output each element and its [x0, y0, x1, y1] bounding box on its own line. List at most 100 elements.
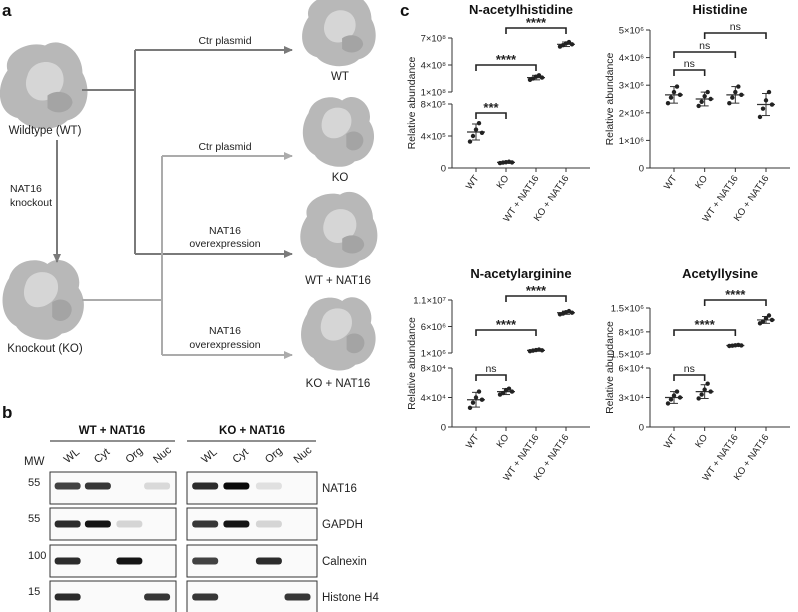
blot-band [54, 482, 81, 490]
y-tick-label: 3×10⁶ [619, 81, 644, 92]
data-point [677, 395, 683, 400]
blot-band [223, 482, 250, 490]
data-point [479, 130, 485, 135]
data-point [665, 100, 671, 106]
chart-title: Histidine [693, 2, 748, 17]
y-tick-label: 0 [639, 423, 644, 434]
lane-label: WL [199, 446, 219, 466]
cell-ko-nat16-icon [301, 297, 376, 371]
data-point [705, 381, 710, 386]
blot-band [54, 520, 81, 528]
significance-label: **** [695, 317, 716, 332]
significance-bracket: **** [703, 287, 767, 306]
significance-bracket: **** [673, 317, 737, 336]
bracket-line [475, 374, 507, 381]
blot-band [223, 520, 250, 528]
data-point [665, 401, 671, 406]
blot-band [192, 520, 219, 528]
data-point [733, 89, 738, 95]
panel-c-label: c [400, 1, 409, 20]
data-point [539, 348, 545, 353]
significance-label: **** [496, 317, 517, 332]
y-tick-label: 4×10⁸ [421, 61, 446, 72]
bracket-line [673, 329, 737, 336]
data-point [473, 395, 479, 400]
significance-bracket: **** [475, 52, 537, 71]
y-tick-label: 3×10⁴ [619, 393, 644, 404]
mw-marker: 55 [28, 477, 40, 489]
x-tick-label: KO [495, 432, 512, 450]
blot-group-right: KO + NAT16 [219, 425, 285, 437]
blot-band [255, 557, 282, 565]
data-group [497, 386, 515, 397]
data-point [674, 389, 680, 394]
bracket-line [703, 32, 767, 39]
data-point [760, 106, 766, 111]
data-group [527, 73, 545, 83]
data-point [699, 392, 704, 397]
y-tick-label: 4×10⁴ [421, 393, 446, 404]
significance-label: ns [485, 363, 496, 375]
data-point [736, 84, 741, 89]
data-point [677, 92, 683, 98]
cell-label-wt: WT [331, 71, 349, 83]
data-point [702, 94, 707, 99]
data-group [726, 84, 745, 106]
blot-band [192, 482, 219, 490]
protein-label: GAPDH [322, 519, 363, 531]
significance-label: **** [496, 52, 517, 67]
significance-bracket: **** [505, 15, 567, 34]
data-point [760, 319, 766, 324]
significance-bracket: ns [673, 58, 706, 76]
data-point [473, 127, 479, 132]
arrow-label-knockout-2: knockout [10, 197, 52, 209]
lane-label: Org [123, 445, 145, 466]
cell-label-ko: KO [332, 172, 349, 184]
data-point [730, 95, 735, 100]
data-point [739, 92, 744, 98]
data-point [674, 84, 680, 89]
data-group [757, 89, 775, 120]
cell-wt-icon [302, 0, 376, 67]
blot-band [54, 557, 81, 565]
data-point [470, 400, 476, 405]
significance-bracket: ns [673, 363, 706, 381]
y-tick-label: 1.1×10⁷ [413, 296, 446, 307]
blot-band [84, 482, 111, 490]
panel-a: a Wildtype (WT) Knockout (KO) WT KO WT +… [0, 0, 378, 390]
y-tick-label: 6×10⁶ [421, 322, 446, 333]
y-axis-label: Relative abundance [406, 56, 418, 149]
y-tick-label: 0 [441, 164, 446, 175]
lane-label: Org [263, 445, 285, 466]
arrow-label-ctr-plasmid-mid: Ctr plasmid [198, 141, 251, 153]
protein-label: Histone H4 [322, 592, 379, 604]
data-group [557, 308, 575, 317]
arrow-label-knockout-1: NAT16 [10, 183, 42, 195]
mw-marker: 100 [28, 550, 46, 562]
data-group [467, 389, 485, 411]
arrow-label-overexp1-2: overexpression [189, 238, 260, 250]
y-tick-label: 1.5×10⁵ [611, 350, 644, 361]
mw-marker: 15 [28, 586, 40, 598]
data-point [479, 397, 485, 402]
data-point [708, 96, 713, 102]
cell-label-wt-nat16: WT + NAT16 [305, 275, 371, 287]
data-point [696, 103, 701, 109]
significance-label: **** [526, 15, 547, 30]
bracket-line [475, 329, 537, 336]
lane-label: Nuc [151, 444, 174, 466]
data-group [695, 89, 714, 109]
arrow-label-ctr-plasmid-top: Ctr plasmid [198, 35, 251, 47]
data-group [695, 381, 714, 401]
data-point [699, 99, 704, 104]
data-point [769, 317, 775, 323]
